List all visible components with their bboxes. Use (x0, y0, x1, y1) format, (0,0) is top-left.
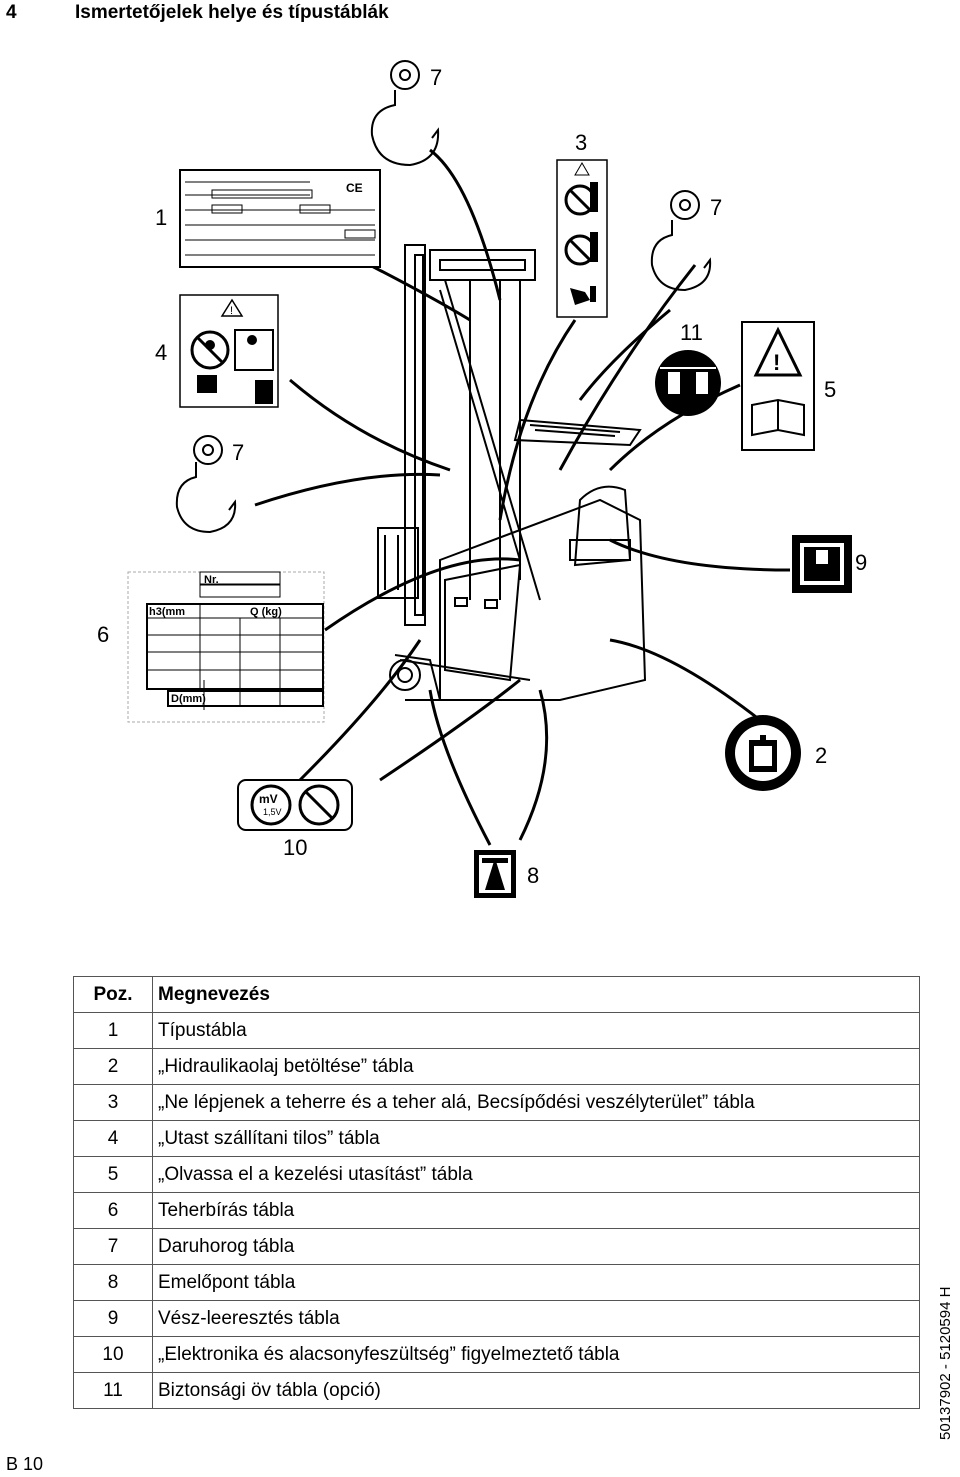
label10-v: 1,5V (263, 807, 282, 817)
row-pos: 11 (73, 1372, 153, 1409)
callout-5: 5 (824, 377, 836, 402)
row-name: „Ne lépjenek a teherre és a teher alá, B… (152, 1084, 920, 1121)
header-pos: Poz. (73, 976, 153, 1013)
callout-8: 8 (527, 863, 539, 888)
row-pos: 6 (73, 1192, 153, 1229)
row-name: Biztonsági öv tábla (opció) (152, 1372, 920, 1409)
label6-d: D(mm) (171, 693, 206, 705)
table-row: 3„Ne lépjenek a teherre és a teher alá, … (73, 1084, 920, 1121)
callout-7-top: 7 (430, 65, 442, 90)
row-name: „Elektronika és alacsonyfeszültség” figy… (152, 1336, 920, 1373)
electronics-warning-label: mV 1,5V (237, 779, 353, 831)
row-name: Típustábla (152, 1012, 920, 1049)
truck-label-illustration: CE ! (97, 60, 867, 898)
callout-4: 4 (155, 340, 167, 365)
document-id: 50137902 - 5120594 H (937, 1286, 954, 1440)
section-heading: 4 Ismertetőjelek helye és típustáblák (0, 0, 960, 30)
label6-h3: h3(mm (149, 606, 185, 618)
read-manual-label: ! (741, 321, 815, 451)
row-pos: 3 (73, 1084, 153, 1121)
page-number: B 10 (6, 1454, 44, 1474)
callout-11: 11 (680, 320, 703, 345)
row-name: Emelőpont tábla (152, 1264, 920, 1301)
hook-labels (175, 60, 712, 534)
svg-text:!: ! (773, 350, 780, 375)
table-row: 4„Utast szállítani tilos” tábla (73, 1120, 920, 1157)
row-name: „Olvassa el a kezelési utasítást” tábla (152, 1156, 920, 1193)
row-name: Teherbírás tábla (152, 1192, 920, 1229)
row-pos: 2 (73, 1048, 153, 1085)
callout-2: 2 (815, 743, 827, 768)
svg-text:CE: CE (346, 181, 363, 195)
label10-mv: mV (259, 792, 278, 806)
no-passenger-label: ! (179, 294, 279, 408)
callout-1: 1 (155, 205, 167, 230)
row-name: „Utast szállítani tilos” tábla (152, 1120, 920, 1157)
load-capacity-label: Nr. h3(mm Q (kg) D(mm) (127, 571, 325, 723)
table-row: 2„Hidraulikaolaj betöltése” tábla (73, 1048, 920, 1085)
callout-6: 6 (97, 622, 109, 647)
row-pos: 9 (73, 1300, 153, 1337)
section-title: Ismertetőjelek helye és típustáblák (75, 2, 389, 23)
callout-3: 3 (575, 130, 587, 155)
row-pos: 5 (73, 1156, 153, 1193)
row-name: Vész-leeresztés tábla (152, 1300, 920, 1337)
table-header-row: Poz. Megnevezés (73, 976, 920, 1013)
hydraulic-oil-label (725, 715, 801, 791)
callout-7-right: 7 (710, 195, 722, 220)
callout-9: 9 (855, 550, 867, 575)
row-name: „Hidraulikaolaj betöltése” tábla (152, 1048, 920, 1085)
header-name: Megnevezés (152, 976, 920, 1013)
no-standing-label (556, 159, 608, 318)
label6-nr: Nr. (204, 574, 219, 586)
row-pos: 8 (73, 1264, 153, 1301)
seatbelt-label (655, 350, 721, 416)
section-number: 4 (6, 2, 17, 23)
row-name: Daruhorog tábla (152, 1228, 920, 1265)
lifting-point-label (474, 850, 516, 898)
table-row: 5„Olvassa el a kezelési utasítást” tábla (73, 1156, 920, 1193)
svg-text:!: ! (230, 305, 233, 317)
callout-10: 10 (283, 835, 307, 860)
row-pos: 7 (73, 1228, 153, 1265)
row-pos: 1 (73, 1012, 153, 1049)
callout-7-left: 7 (232, 440, 244, 465)
emergency-lowering-label (792, 535, 852, 593)
label6-q: Q (kg) (250, 606, 282, 618)
row-pos: 4 (73, 1120, 153, 1157)
table-row: 10„Elektronika és alacsonyfeszültség” fi… (73, 1336, 920, 1373)
type-plate: CE (179, 169, 381, 268)
row-pos: 10 (73, 1336, 153, 1373)
